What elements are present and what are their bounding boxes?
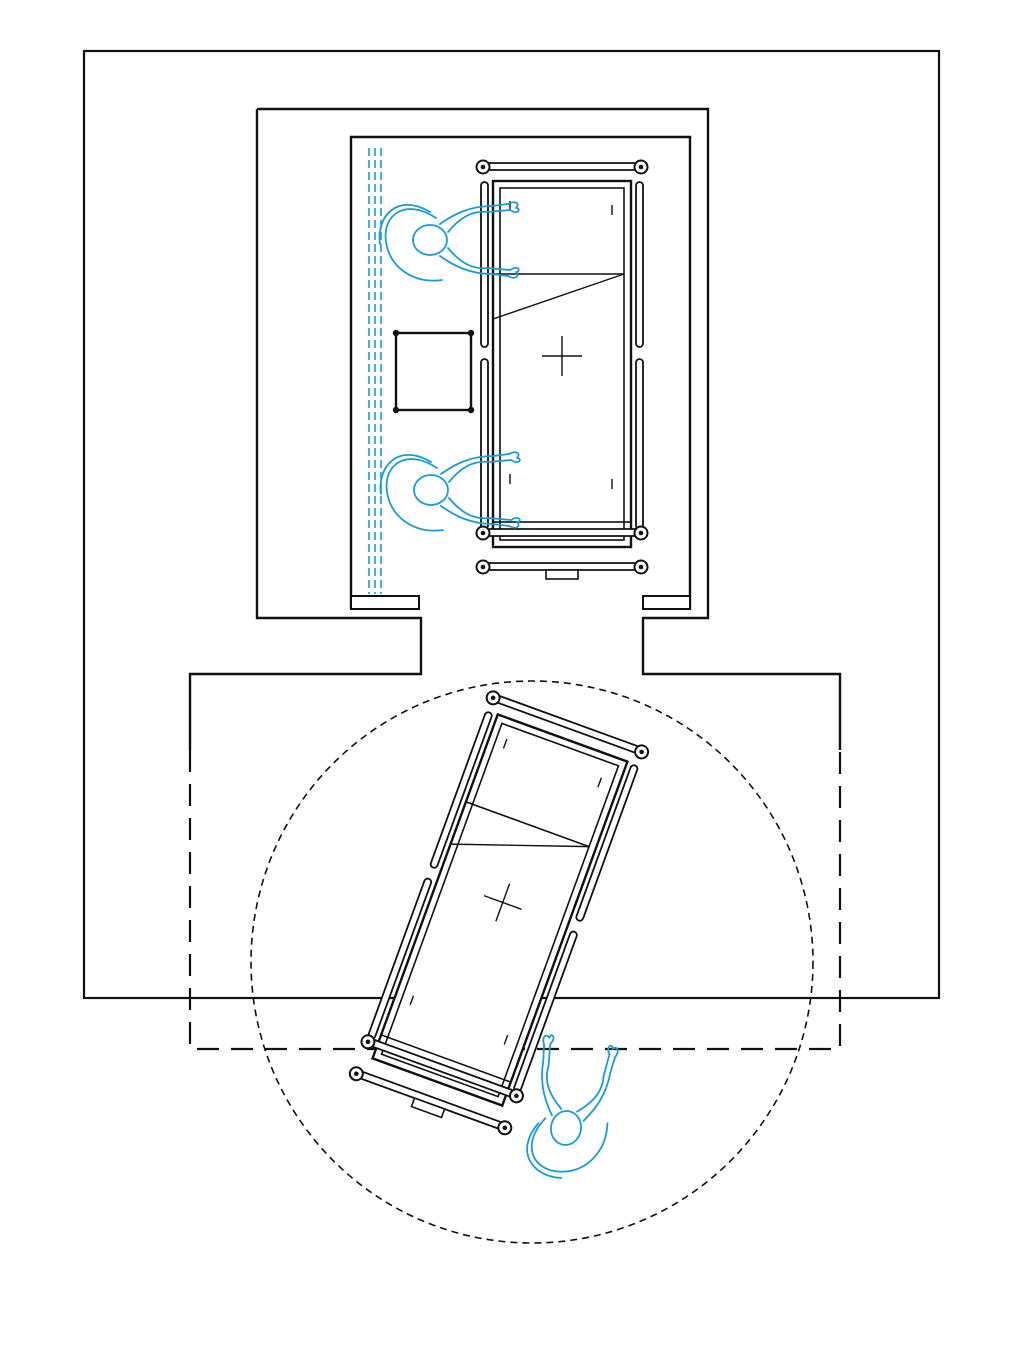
door-jamb-right: [642, 595, 691, 610]
bedside-cabinet-icon: [392, 329, 475, 414]
turning-circle: [250, 680, 814, 1244]
handrail: [368, 148, 382, 594]
elevator-shaft-wall: [188, 107, 842, 750]
elevator-car-wall: [349, 135, 692, 609]
hospital-bed-in-elevator-icon: [475, 159, 649, 581]
attendant-turning-icon: [519, 1033, 623, 1186]
door-jamb-left: [350, 595, 420, 610]
